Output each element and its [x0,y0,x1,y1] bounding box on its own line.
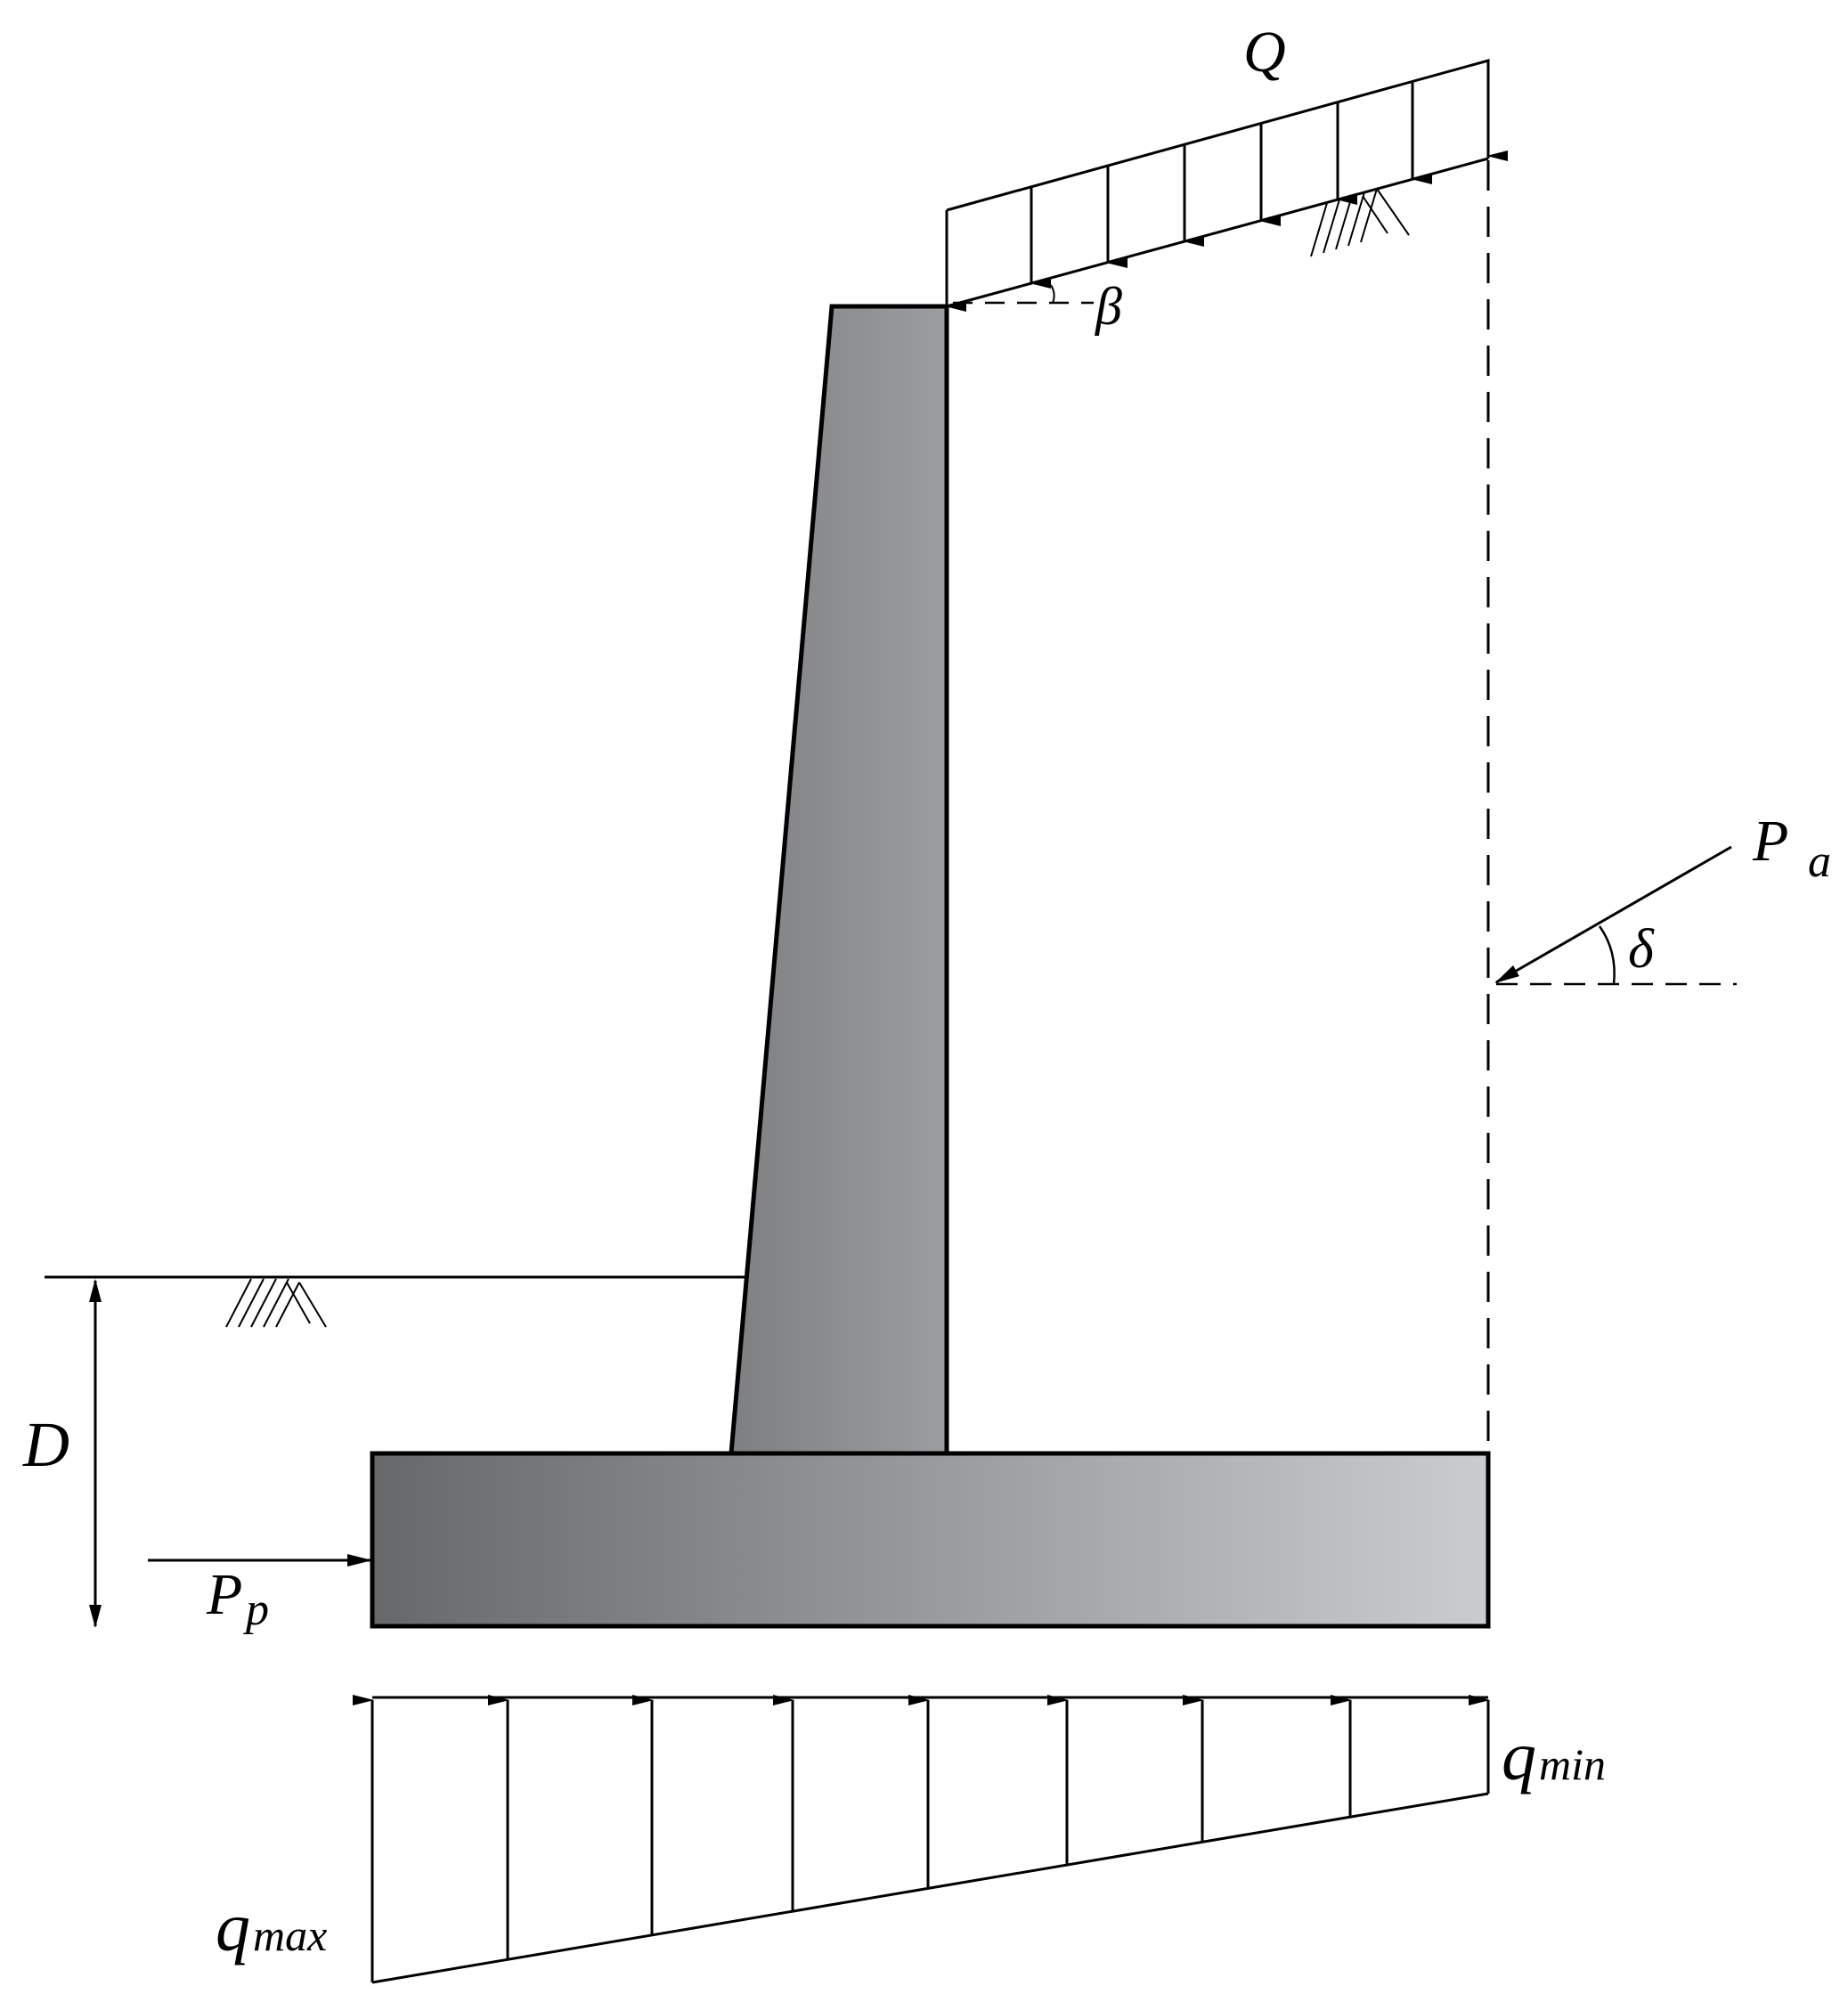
label-pa-sub: a [1808,836,1831,887]
soil-hatch-left [225,1278,327,1328]
label-pa: P [1752,809,1788,874]
wall-base-slab [370,1451,1491,1629]
soil-hatch-slope [1310,188,1410,257]
label-qmin: q [1502,1717,1536,1795]
d-arrow-bottom [89,1605,102,1628]
label-pp: P [206,1562,242,1627]
beta-arc [1050,284,1055,304]
wall-stem [729,304,949,1456]
pa-arrow [1494,845,1732,984]
d-arrow-top [89,1279,102,1302]
label-delta: δ [1628,919,1655,980]
delta-arc [1598,925,1616,985]
pressure-arrows [353,1695,1490,1982]
label-d: D [22,1409,69,1480]
label-pp-sub: p [242,1584,269,1635]
surcharge-arrows [1030,61,1508,289]
pressure-bottom-line [371,1792,1489,1984]
label-q-surcharge: Q [1243,20,1286,85]
label-beta: β [1095,277,1122,336]
surcharge-outline [946,59,1490,212]
label-qmin-sub: min [1539,1739,1606,1789]
label-qmax: q [216,1888,250,1966]
label-qmax-sub: max [253,1910,327,1960]
